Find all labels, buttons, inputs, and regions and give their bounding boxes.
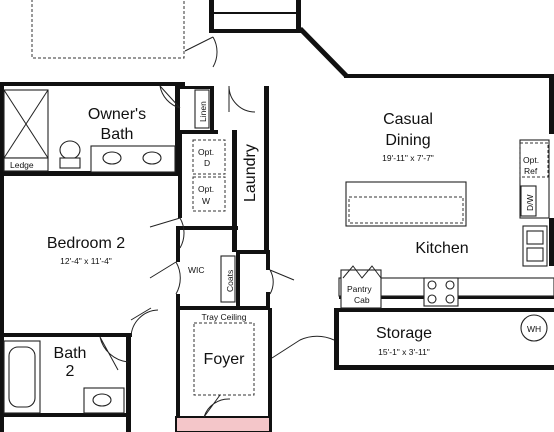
svg-text:Cab: Cab — [354, 295, 370, 305]
coats-label: Coats — [225, 270, 235, 292]
svg-text:W: W — [202, 196, 210, 206]
svg-text:Opt.: Opt. — [523, 155, 539, 165]
tray-ceiling-label: Tray Ceiling — [201, 312, 246, 322]
front-entry-accent — [175, 416, 271, 432]
sink-icon — [142, 151, 162, 165]
dishwasher — [520, 185, 537, 217]
coats-closet — [220, 255, 236, 303]
storage-dims: 15'-1" x 3'-11" — [378, 347, 430, 357]
bath2-title: Bath — [54, 345, 87, 362]
linen-closet — [194, 89, 210, 129]
owners-bath-fixtures: Ledge — [3, 89, 176, 173]
bedroom2-dims: 12'-4" x 11'-4" — [60, 256, 112, 266]
sink-icon — [102, 151, 122, 165]
linen-label: Linen — [198, 101, 208, 122]
kitchen-title: Kitchen — [415, 240, 468, 257]
foyer-tray-ceiling — [193, 322, 255, 396]
opt-washer — [192, 176, 226, 212]
storage-title: Storage — [376, 325, 432, 342]
kitchen-island — [345, 181, 467, 227]
foyer-title: Foyer — [204, 351, 246, 368]
svg-text:Opt.: Opt. — [198, 184, 214, 194]
owners-suite-tray-ceiling — [31, 0, 185, 59]
wic-label: WIC — [188, 265, 205, 275]
svg-text:Pantry: Pantry — [347, 284, 372, 294]
wh-label: WH — [527, 324, 541, 334]
bedroom2-title: Bedroom 2 — [47, 235, 125, 252]
ledge-label: Ledge — [10, 160, 34, 170]
svg-text:D: D — [204, 158, 210, 168]
owners-bath-title: Owner's — [88, 106, 146, 123]
ledge — [3, 157, 49, 172]
casual-dining-title: Casual — [383, 111, 433, 128]
sink-icon — [92, 393, 112, 407]
door-swings — [99, 36, 335, 418]
casual-dining-dims: 19'-11" x 7'-7" — [382, 153, 434, 163]
bath2-title-2: 2 — [66, 363, 75, 380]
toilet-icon — [59, 140, 81, 160]
casual-dining-title-2: Dining — [385, 132, 430, 149]
opt-dryer — [192, 139, 226, 175]
svg-text:Opt.: Opt. — [198, 147, 214, 157]
water-heater-icon — [520, 314, 548, 342]
laundry-title: Laundry — [242, 144, 259, 202]
dw-label: D/W — [525, 194, 535, 211]
opt-refrigerator — [519, 142, 549, 178]
owners-bath-title-2: Bath — [101, 126, 134, 143]
svg-text:Ref: Ref — [524, 166, 538, 176]
